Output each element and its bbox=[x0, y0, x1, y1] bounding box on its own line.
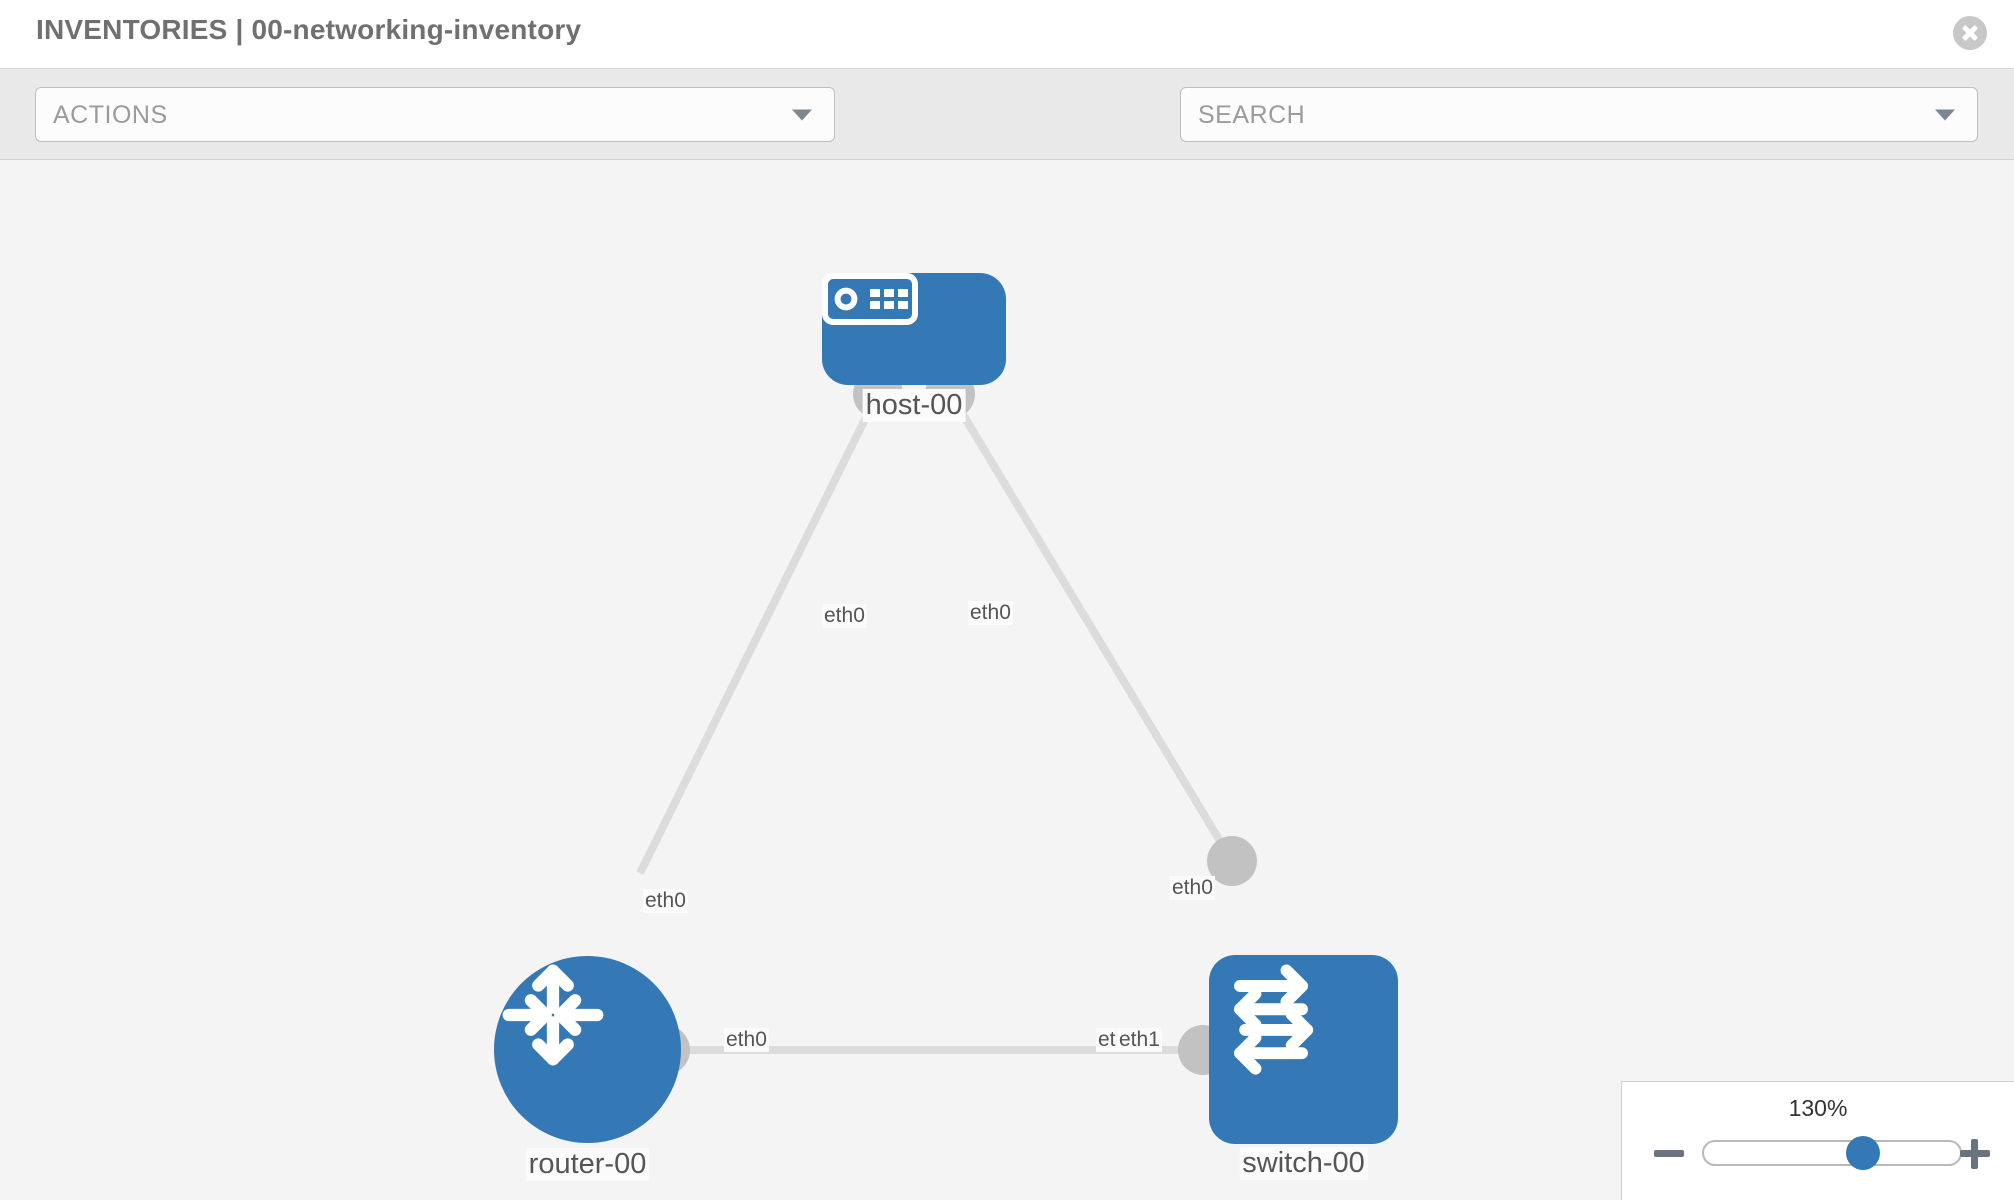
node-label-host-00: host-00 bbox=[862, 389, 966, 422]
zoom-percent-label: 130% bbox=[1788, 1095, 1848, 1121]
switch-node-shape bbox=[1209, 955, 1398, 1144]
search-input[interactable]: SEARCH bbox=[1180, 87, 1978, 142]
interface-label: eth0 bbox=[643, 889, 688, 913]
router-node-shape bbox=[494, 956, 681, 1143]
plus-icon[interactable] bbox=[1958, 1137, 1992, 1171]
switch-icon bbox=[1234, 964, 1314, 1075]
topology-node-host-00[interactable]: host-00 bbox=[822, 273, 1006, 422]
node-label-switch-00: switch-00 bbox=[1239, 1147, 1368, 1180]
close-icon[interactable] bbox=[1953, 16, 1987, 50]
node-label-router-00: router-00 bbox=[525, 1148, 650, 1181]
chevron-down-icon[interactable] bbox=[1935, 109, 1955, 120]
zoom-control: 130% bbox=[1621, 1081, 2014, 1200]
topology-node-router-00[interactable]: router-00 bbox=[494, 956, 681, 1181]
host-node-shape bbox=[822, 273, 1006, 385]
interface-label: eth0 bbox=[968, 601, 1013, 625]
minus-icon[interactable] bbox=[1652, 1137, 1686, 1171]
search-placeholder: SEARCH bbox=[1198, 101, 1306, 129]
topology-graph: host-00 router-00 bbox=[0, 161, 2014, 1200]
topology-links bbox=[636, 369, 1257, 1075]
page-title: INVENTORIES | 00-networking-inventory bbox=[36, 14, 582, 45]
router-icon bbox=[502, 964, 604, 1066]
interface-label: eth0 bbox=[724, 1028, 769, 1052]
server-icon bbox=[822, 273, 918, 325]
actions-dropdown-label: ACTIONS bbox=[53, 101, 168, 129]
actions-dropdown[interactable]: ACTIONS bbox=[35, 87, 835, 142]
toolbar: ACTIONS SEARCH bbox=[0, 69, 2014, 198]
topology-node-switch-00[interactable]: switch-00 bbox=[1209, 955, 1398, 1180]
topology-canvas[interactable]: host-00 router-00 bbox=[0, 161, 2014, 1200]
interface-label: eth0 bbox=[1170, 876, 1215, 900]
zoom-slider-thumb[interactable] bbox=[1845, 1136, 1880, 1170]
zoom-slider[interactable] bbox=[1702, 1136, 1962, 1170]
page-header: INVENTORIES | 00-networking-inventory bbox=[0, 0, 2014, 69]
interface-label: eth0 bbox=[822, 604, 867, 628]
interface-label: eth1 bbox=[1117, 1028, 1162, 1052]
chevron-down-icon bbox=[792, 109, 812, 120]
